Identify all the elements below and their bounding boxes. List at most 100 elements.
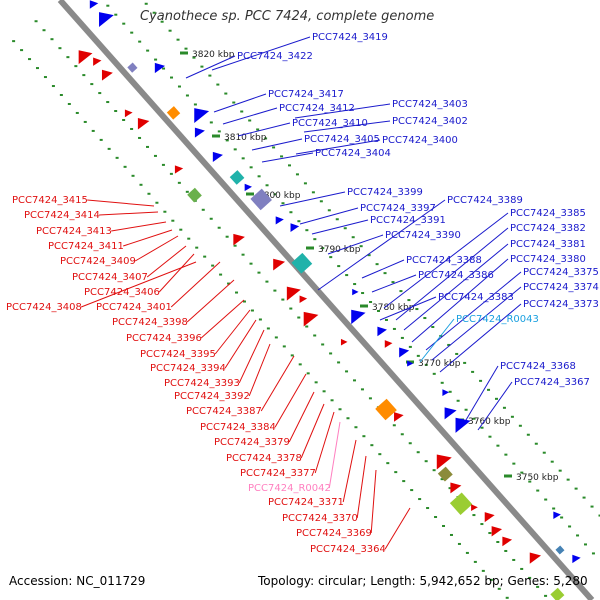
leader-line — [342, 439, 357, 503]
guide-dot — [448, 487, 452, 490]
guide-dot — [512, 462, 516, 465]
gene-arrow — [351, 309, 366, 325]
guide-dot — [242, 300, 246, 303]
guide-dot — [250, 309, 254, 312]
gene-block — [550, 587, 565, 600]
guide-dot — [225, 139, 229, 142]
guide-dot — [552, 507, 556, 510]
leader-line — [111, 221, 167, 232]
guide-dot — [432, 372, 436, 375]
guide-dot — [329, 256, 333, 259]
guide-dot — [402, 480, 406, 483]
guide-dot — [233, 148, 237, 151]
guide-dot — [432, 469, 436, 472]
leader-line — [403, 243, 509, 331]
guide-dot — [28, 58, 32, 61]
guide-dot — [265, 184, 269, 187]
gene-arrow — [377, 326, 387, 337]
guide-dot — [449, 533, 453, 536]
guide-dot — [367, 254, 371, 257]
guide-dot — [43, 76, 47, 79]
guide-dot — [479, 379, 483, 382]
guide-dot — [273, 289, 277, 292]
guide-dot — [504, 453, 508, 456]
guide-dot — [160, 20, 164, 23]
leader-line — [425, 271, 522, 351]
guide-dot — [249, 262, 253, 265]
forward-gene-label: PCC7424_3383 — [438, 292, 514, 303]
guide-dot — [176, 38, 180, 41]
reverse-gene-label: PCC7424_3401 — [96, 302, 172, 313]
guide-dot — [58, 47, 62, 50]
genome-title: Cyanothece sp. PCC 7424, complete genome — [140, 9, 435, 24]
guide-dot — [106, 4, 110, 7]
guide-dot — [130, 127, 134, 130]
guide-dot — [305, 229, 309, 232]
leader-line — [261, 152, 314, 163]
gene-block — [291, 252, 313, 274]
gene-arrow — [244, 183, 252, 192]
guide-dot — [170, 76, 174, 79]
guide-dot — [216, 83, 220, 86]
gene-arrow — [194, 108, 210, 124]
strand-guide-dots — [12, 2, 600, 599]
guide-dot — [281, 298, 285, 301]
guide-dot — [361, 292, 365, 295]
forward-gene-label: PCC7424_3386 — [418, 270, 494, 281]
guide-dot — [410, 489, 414, 492]
guide-dot — [375, 263, 379, 266]
guide-dot — [391, 281, 395, 284]
guide-dot — [201, 208, 205, 211]
leader-line — [222, 107, 278, 125]
gene-labels: PCC7424_3419PCC7424_3422PCC7424_3417PCC7… — [6, 32, 599, 555]
gene-arrow — [572, 554, 581, 564]
gene-arrow — [471, 504, 478, 511]
leader-line — [294, 103, 391, 119]
guide-dot — [528, 480, 532, 483]
guide-dot — [353, 379, 357, 382]
leader-line — [87, 199, 155, 207]
guide-dot — [440, 381, 444, 384]
guide-dot — [488, 435, 492, 438]
leader-line — [311, 219, 369, 235]
gene-arrow — [303, 311, 319, 327]
guide-dot — [423, 317, 427, 320]
leader-line — [213, 93, 267, 113]
reverse-gene-label: PCC7424_3371 — [268, 497, 344, 508]
guide-dot — [321, 343, 325, 346]
guide-dot — [75, 111, 79, 114]
guide-dot — [273, 193, 277, 196]
guide-dot — [392, 327, 396, 330]
gene-block — [555, 545, 565, 555]
guide-dot — [311, 191, 315, 194]
guide-dot — [416, 451, 420, 454]
leader-line — [356, 455, 367, 519]
forward-gene-label: PCC7424_R0043 — [456, 314, 539, 325]
leader-line — [185, 55, 236, 79]
forward-gene-label: PCC7424_3404 — [315, 148, 391, 159]
gene-arrow — [340, 338, 348, 346]
scale-label: 3800 kbp — [258, 191, 301, 201]
guide-dot — [455, 352, 459, 355]
guide-dot — [487, 388, 491, 391]
gene-arrow — [399, 347, 410, 358]
guide-dot — [179, 228, 183, 231]
guide-dot — [442, 524, 446, 527]
leader-line — [251, 138, 303, 151]
guide-dot — [66, 56, 70, 59]
guide-dot — [536, 489, 540, 492]
guide-dot — [163, 210, 167, 213]
gene-arrow — [299, 295, 308, 303]
guide-dot — [496, 541, 500, 544]
guide-dot — [394, 471, 398, 474]
leader-line — [299, 207, 359, 225]
guide-dot — [227, 282, 231, 285]
guide-dot — [426, 507, 430, 510]
leader-line — [99, 211, 159, 216]
forward-gene-label: PCC7424_3382 — [510, 223, 586, 234]
leader-line — [477, 381, 513, 431]
guide-dot — [337, 361, 341, 364]
reverse-gene-label: PCC7424_3414 — [24, 210, 100, 221]
guide-dot — [297, 316, 301, 319]
leader-line — [383, 212, 509, 309]
